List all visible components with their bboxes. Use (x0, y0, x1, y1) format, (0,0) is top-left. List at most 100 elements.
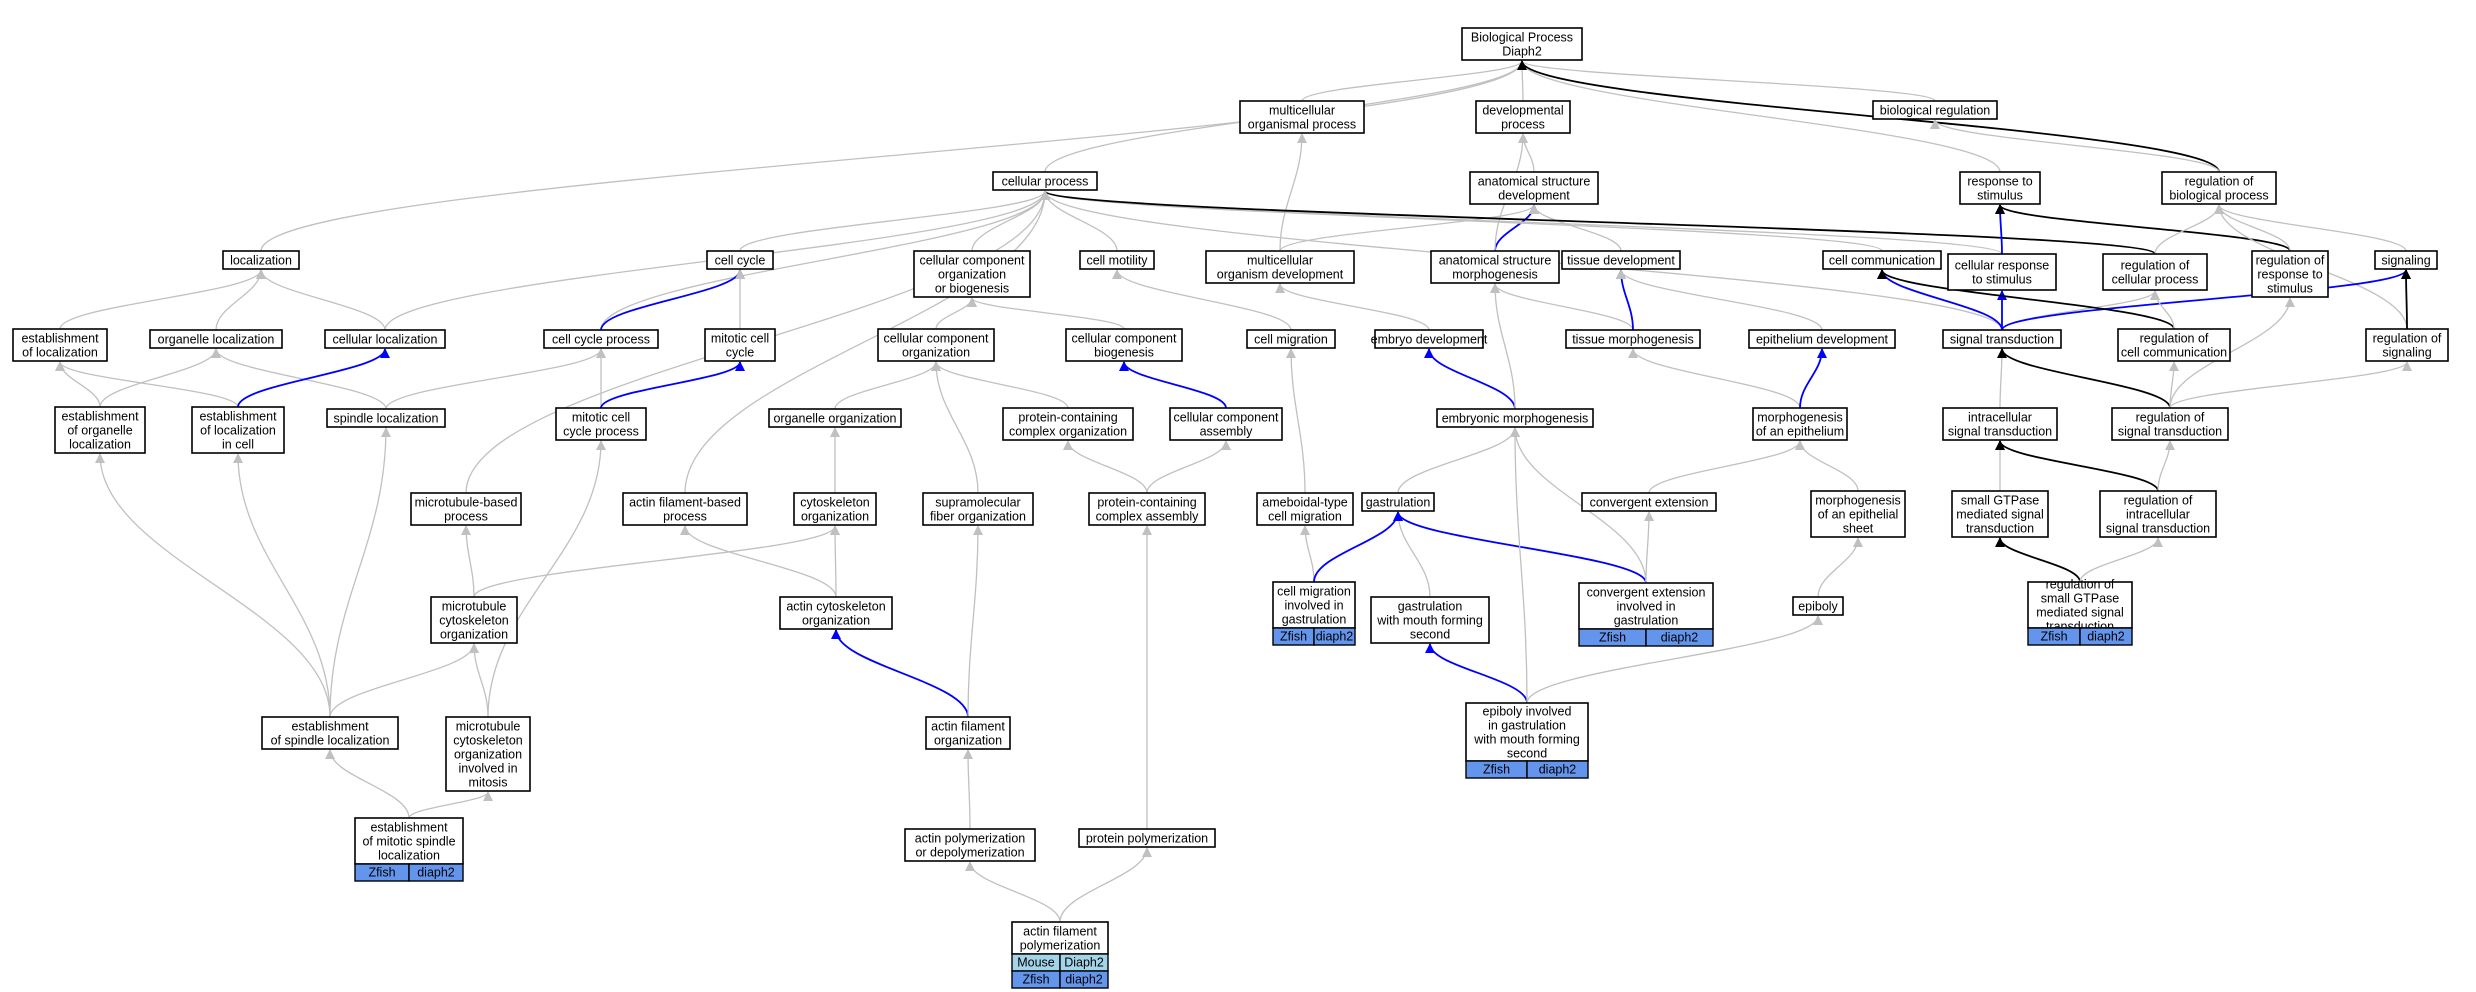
edge-regulation-of-cell-communication-to-cell-communication (1877, 269, 2175, 330)
node-label-line: spindle localization (334, 412, 439, 426)
go-term-convergent-extension[interactable]: convergent extension (1581, 492, 1717, 512)
go-term-cellular-localization[interactable]: cellular localization (324, 329, 446, 349)
node-box (1370, 596, 1490, 644)
go-term-cell-motility[interactable]: cell motility (1079, 250, 1155, 270)
species-label: Zfish (368, 866, 395, 880)
go-term-signaling[interactable]: signaling (2374, 250, 2438, 270)
go-term-cell-cycle-process[interactable]: cell cycle process (543, 329, 659, 349)
go-term-organelle-organization[interactable]: organelle organization (768, 408, 902, 428)
go-term-cell-communication[interactable]: cell communication (1822, 250, 1942, 270)
edge-cellular-response-to-stimulus-to-response-to-stimulus (1995, 204, 2006, 255)
go-term-epithelium-development[interactable]: epithelium development (1748, 329, 1896, 349)
edge-developmental-process-to-root (1517, 60, 1528, 102)
go-term-organelle-localization[interactable]: organelle localization (149, 329, 283, 349)
node-label-line: second (1410, 628, 1450, 642)
node-box (1942, 329, 2062, 349)
go-term-tissue-morphogenesis[interactable]: tissue morphogenesis (1565, 329, 1701, 349)
node-box (768, 408, 902, 428)
node-label-line: embryonic morphogenesis (1442, 412, 1589, 426)
go-term-gastrulation[interactable]: gastrulation (1361, 492, 1435, 512)
node-label-line: regulation of (2136, 411, 2205, 425)
go-term-cell-migration[interactable]: cell migration (1246, 329, 1336, 349)
node-label-line: signal transduction (1950, 333, 2054, 347)
node-box (54, 406, 146, 454)
go-term-embryonic-morphogenesis[interactable]: embryonic morphogenesis (1436, 408, 1594, 428)
node-box (779, 596, 893, 630)
node-label-line: cell motility (1086, 254, 1148, 268)
node-box (222, 250, 300, 270)
go-term-spindle-localization[interactable]: spindle localization (326, 408, 446, 428)
go-term-microtubule-cytoskeleton-organization-involved-in-mitosis[interactable]: microtubulecytoskeletonorganizationinvol… (445, 716, 531, 792)
go-term-epiboly[interactable]: epiboly (1792, 596, 1844, 616)
go-term-embryo-development[interactable]: embryo development (1371, 329, 1488, 349)
edge-actin-filament-organization-to-supramolecular-fiber-organization (967, 525, 983, 718)
node-label-line: cellular component (1174, 411, 1279, 425)
go-term-biological-regulation[interactable]: biological regulation (1872, 100, 1998, 120)
go-term-cellular-process[interactable]: cellular process (992, 171, 1098, 191)
node-label-line: cell migration (1254, 333, 1328, 347)
node-label-line: organismal process (1248, 118, 1356, 132)
node-label-line: morphogenesis (1815, 494, 1900, 508)
go-term-tissue-development[interactable]: tissue development (1561, 250, 1681, 270)
go-term-signal-transduction[interactable]: signal transduction (1942, 329, 2062, 349)
go-term-localization[interactable]: localization (222, 250, 300, 270)
node-box (261, 716, 399, 750)
gene-tag-cell (1526, 760, 1589, 779)
go-term-protein-polymerization[interactable]: protein polymerization (1078, 828, 1216, 848)
edge-microtubule-cytoskeleton-organization-involved-in-mitosis-to-microtubule-cytoskeleton-organization (469, 643, 489, 718)
go-term-cell-cycle[interactable]: cell cycle (706, 250, 774, 270)
node-label-line: small GTPase (2041, 592, 2120, 606)
node-label-line: tissue development (1567, 254, 1675, 268)
node-box (326, 408, 446, 428)
edge-organelle-organization-to-cellular-component-organization (834, 361, 941, 410)
node-box (12, 328, 108, 362)
